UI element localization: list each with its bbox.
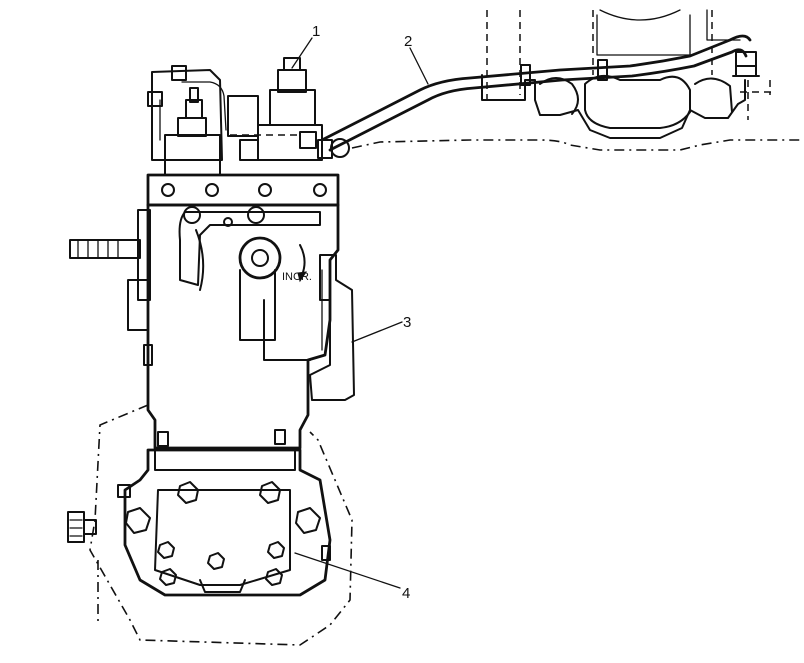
mounting-outline-dashed <box>67 404 353 646</box>
rotation-label: INCR. <box>282 271 312 283</box>
governor-assembly <box>147 57 323 176</box>
feed-pump-housing <box>117 448 332 597</box>
callout-1: 1 <box>312 23 320 40</box>
callout-3: 3 <box>403 314 411 331</box>
hex-bolts <box>125 481 321 586</box>
pump-body <box>69 173 355 450</box>
engine-block-outline <box>230 9 804 151</box>
callout-2: 2 <box>404 33 412 50</box>
fuel-line-tube <box>317 34 760 159</box>
callout-leaders <box>291 37 429 589</box>
callout-4: 4 <box>402 585 410 602</box>
